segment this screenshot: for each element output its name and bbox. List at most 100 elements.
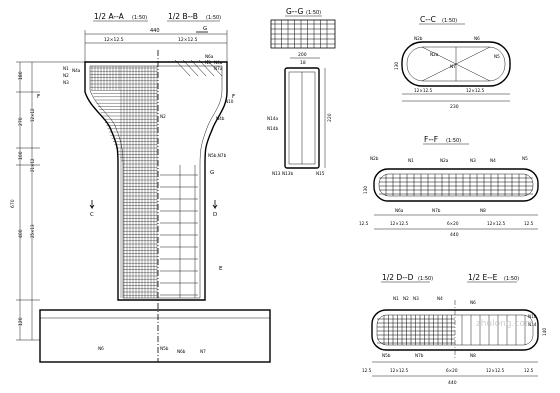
ff-dim-3: 6×20 (447, 221, 459, 226)
de-label-10: N8 (470, 353, 476, 358)
cc-width: 230 (450, 104, 459, 110)
title-e-half: 1/2 E--E (468, 273, 498, 282)
bar-n2: N2 (63, 73, 69, 78)
section-cc: C--C (1:50) 12×12.5 12×12.5 230 130 N2b … (394, 15, 511, 110)
section-ff: F--F (1:50) 12.5 12×12.5 6×20 12×12.5 12… (359, 135, 539, 238)
gg-label-2: N14b (267, 126, 278, 131)
de-label-8: N5b (382, 353, 391, 358)
gg-label-5: N15 (316, 171, 325, 176)
de-dim-3: 6×20 (446, 368, 458, 373)
de-label-3: N3 (413, 296, 419, 301)
bar-n4b: N4b (216, 116, 225, 121)
footing (39, 309, 271, 363)
bar-n5b: N5b (160, 346, 169, 351)
ff-label-3: N2a (440, 158, 449, 163)
left-sub-a: 12×12 (30, 108, 35, 122)
bar-n3: N3 (63, 80, 69, 85)
bar-n7: N7 (200, 349, 206, 354)
bar-n5b-n7b: N5b,N7b (208, 153, 227, 158)
cc-label-2: N2a (430, 52, 439, 57)
cc-label-3: N7 (450, 64, 456, 69)
section-de: 1/2 D--D (1:50) 1/2 E--E (1:50) 12.5 12×… (362, 273, 547, 386)
cut-f-right: F (232, 94, 235, 100)
watermark: zhulong.com (476, 319, 534, 329)
de-label-2: N2 (403, 296, 409, 301)
title-e-scale: (1:50) (504, 276, 519, 282)
gg-label-4: N13b (282, 171, 293, 176)
title-ff-scale: (1:50) (446, 138, 461, 144)
cut-d-right: D (213, 212, 217, 218)
bar-n6a: N6a (205, 54, 214, 59)
gg-section (284, 67, 320, 169)
title-d-scale: (1:50) (418, 276, 433, 282)
bar-n2-r: N2 (160, 114, 166, 119)
title-a-half: 1/2 A--A (94, 12, 125, 21)
title-cc: C--C (420, 15, 436, 24)
cut-f-left: F (37, 94, 40, 100)
left-dim-2: 270 (18, 117, 24, 126)
left-sub-b: 21×12 (30, 158, 35, 172)
ff-dim-2: 12×12.5 (390, 221, 408, 226)
ff-section (373, 168, 539, 202)
left-dim-4: 400 (18, 229, 24, 238)
ff-width: 440 (450, 232, 459, 238)
section-gg: G--G (1:50) 200 18 220 N14a N14b N13 N13… (267, 7, 336, 176)
bar-n4a-r: N4a (214, 60, 223, 65)
title-b-scale: (1:50) (206, 15, 221, 21)
bar-n4a: N4a (72, 68, 81, 73)
ff-label-1: N2b (370, 156, 379, 161)
gg-label-1: N14a (267, 116, 278, 121)
bar-n1: N1 (63, 66, 69, 71)
cap-hatch (174, 59, 223, 77)
title-b-half: 1/2 B--B (168, 12, 198, 21)
title-d-half: 1/2 D--D (382, 273, 414, 282)
cc-label-1: N2b (414, 36, 423, 41)
left-dim-3: 100 (18, 151, 24, 160)
ff-dim-1: 12.5 (359, 221, 369, 226)
top-sub-left: 12×12.5 (104, 37, 124, 43)
gg-width: 200 (298, 52, 307, 58)
ff-label-2: N1 (408, 158, 414, 163)
title-gg-scale: (1:50) (306, 10, 321, 16)
ff-label-4: N3 (470, 158, 476, 163)
cut-g-top: G (203, 26, 207, 32)
cc-side: 130 (394, 62, 399, 70)
de-dim-4: 12×12.5 (486, 368, 504, 373)
left-dim-5: 120 (18, 317, 24, 326)
de-label-4: N4 (437, 296, 443, 301)
ff-dim-4: 12×12.5 (487, 221, 505, 226)
cut-e-right: E (219, 266, 223, 272)
de-dim-2: 12×12.5 (390, 368, 408, 373)
left-dim-1: 180 (18, 71, 24, 80)
cut-markers: G G C D F F E (37, 26, 235, 272)
cut-c-left: C (90, 212, 94, 218)
de-dim-5: 12.5 (524, 368, 534, 373)
title-gg: G--G (286, 7, 303, 16)
de-label-1: N1 (393, 296, 399, 301)
ff-label-6: N5 (522, 156, 528, 161)
ff-label-5: N4 (490, 158, 496, 163)
ff-side: 130 (363, 186, 368, 194)
cc-section (401, 41, 511, 87)
title-a-scale: (1:50) (132, 15, 147, 21)
bar-n3-r: N3 (205, 60, 211, 65)
bar-n6-left: N6 (98, 346, 104, 351)
bar-n10: N10 (225, 99, 234, 104)
bar-n7a: N7a (214, 66, 223, 71)
cut-g-low: G (210, 170, 214, 176)
de-dim-1: 12.5 (362, 368, 372, 373)
gg-sub: 18 (300, 60, 306, 66)
de-label-6: N10 (528, 314, 537, 319)
top-width: 440 (150, 28, 160, 34)
ff-label-7: N6a (395, 208, 404, 213)
de-width: 440 (448, 380, 457, 386)
elevation-titles: 1/2 A--A (1:50) 1/2 B--B (1:50) (93, 12, 221, 22)
cc-label-4: N6 (474, 36, 480, 41)
de-side: 140 (542, 328, 547, 336)
ff-label-8: N7b (432, 208, 441, 213)
title-cc-scale: (1:50) (442, 18, 457, 24)
gg-label-3: N13 (272, 171, 281, 176)
rebar-grid-right (160, 165, 198, 298)
